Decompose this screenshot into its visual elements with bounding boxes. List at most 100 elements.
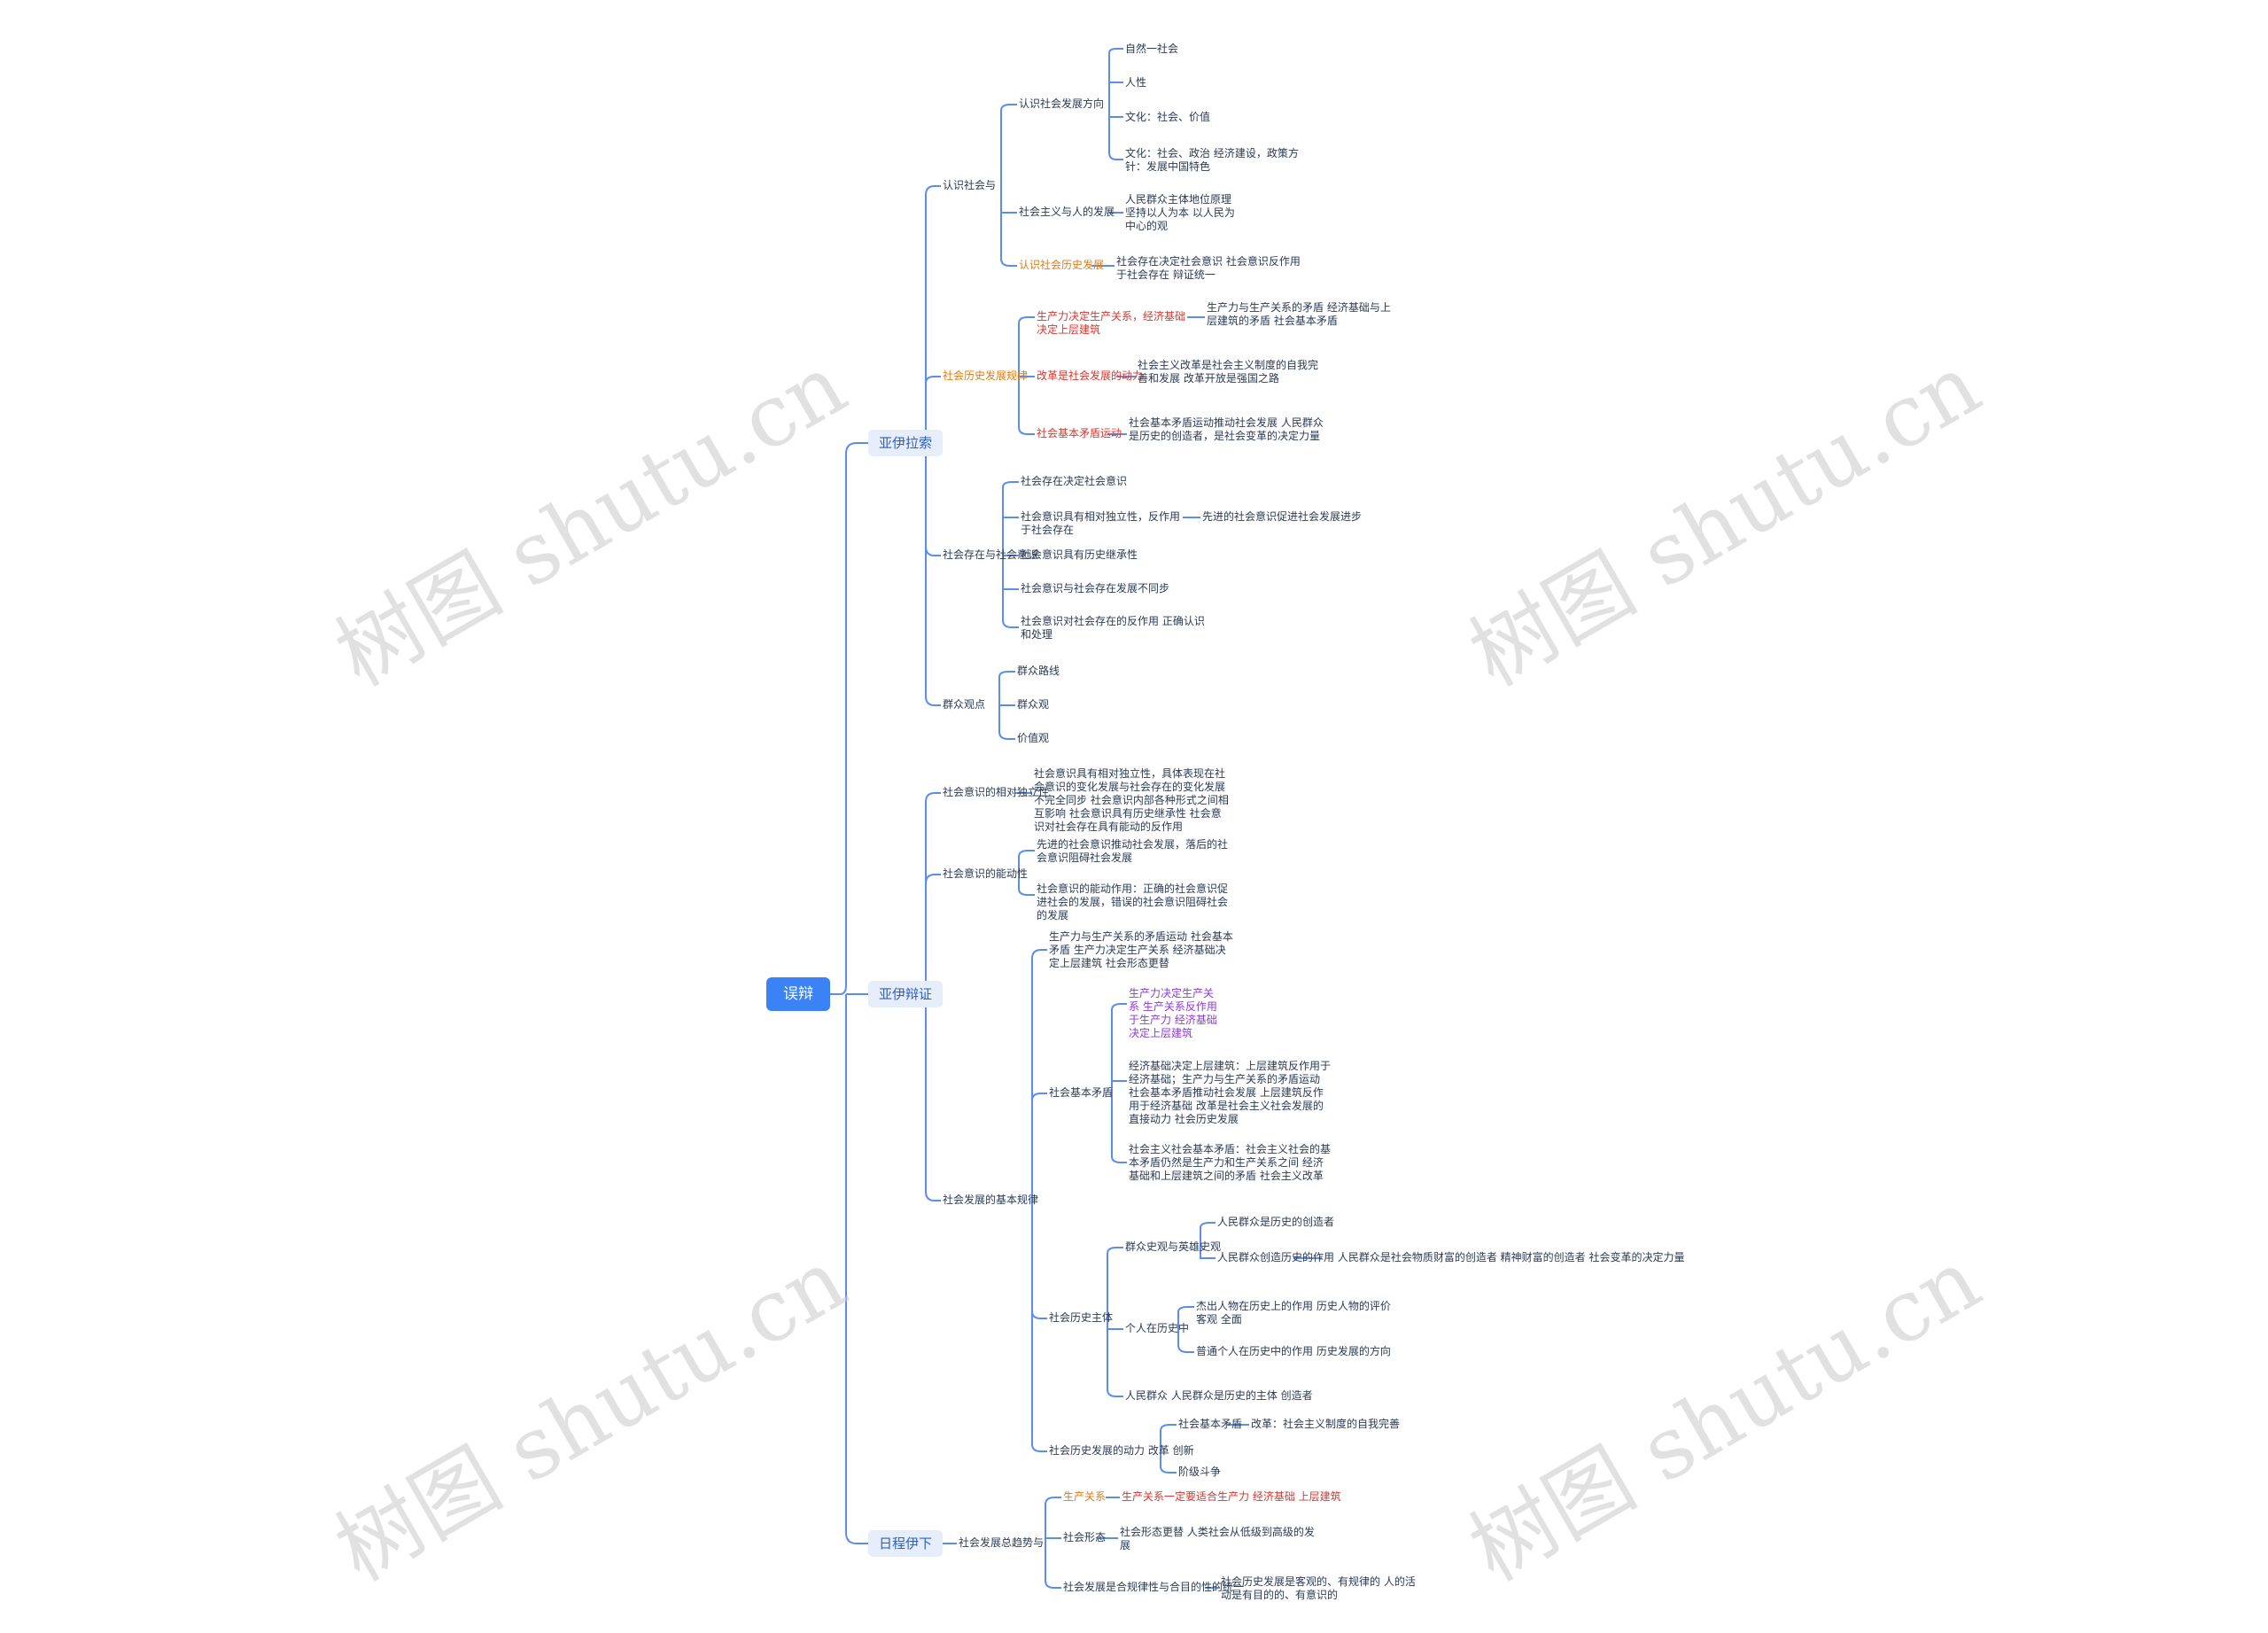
leaf-node[interactable]: 生产力与生产关系的矛盾 经济基础与上层建筑的矛盾 社会基本矛盾 — [1207, 301, 1391, 327]
connector — [925, 994, 941, 1201]
connector — [1031, 1201, 1047, 1319]
connector — [1018, 377, 1035, 435]
topic-node[interactable]: 社会发展的基本规律 — [943, 1194, 1039, 1206]
topic-node[interactable]: 社会历史发展的动力 改革 创新 — [1049, 1444, 1194, 1457]
connector — [1111, 1080, 1127, 1093]
topic-node[interactable]: 社会历史发展规律 — [943, 369, 1029, 382]
connector — [925, 185, 943, 444]
leaf-node[interactable]: 社会基本矛盾 — [1178, 1418, 1243, 1430]
topic-node[interactable]: 社会发展总趋势与 — [959, 1536, 1045, 1549]
topic-node[interactable]: 认识社会历史发展 — [1019, 259, 1105, 271]
connector — [925, 443, 941, 556]
leaf-node[interactable]: 文化：社会、政治 经济建设，政策方针：发展中国特色 — [1125, 147, 1299, 173]
connector — [1177, 1329, 1194, 1353]
topic-node[interactable]: 社会意识对社会存在的反作用 正确认识和处理 — [1021, 615, 1205, 641]
topic-node[interactable]: 社会基本矛盾运动 — [1037, 427, 1122, 439]
connector — [1045, 1537, 1061, 1544]
leaf-node[interactable]: 人民群众是历史的创造者 — [1217, 1216, 1335, 1228]
topic-node[interactable]: 社会意识的相对独立性 — [943, 786, 1050, 798]
topic-node[interactable]: 生产关系 — [1063, 1490, 1107, 1503]
topic-node[interactable]: 群众史观与英雄史观 — [1125, 1240, 1222, 1253]
leaf-node[interactable]: 人性 — [1125, 76, 1147, 89]
connector — [1111, 1093, 1127, 1163]
connector — [1045, 1497, 1061, 1544]
connector — [1000, 186, 1017, 267]
topic-node[interactable]: 生产力与生产关系的矛盾运动 社会基本矛盾 生产力决定生产关系 经济基础决定上层建… — [1049, 930, 1233, 969]
leaf-node[interactable]: 群众路线 — [1017, 665, 1060, 677]
connector — [1045, 1544, 1061, 1589]
leaf-node[interactable]: 群众观 — [1017, 698, 1050, 711]
leaf-node[interactable]: 人民群众创造历史的作用 人民群众是社会物质财富的创造者 精神财富的创造者 社会变… — [1217, 1251, 1685, 1264]
topic-node[interactable]: 社会主义与人的发展 — [1019, 206, 1115, 218]
connector — [1018, 875, 1035, 896]
leaf-node[interactable]: 社会形态更替 人类社会从低级到高级的发展 — [1120, 1526, 1315, 1551]
topic-node[interactable]: 生产力决定生产关系，经济基础决定上层建筑 — [1037, 310, 1186, 336]
branch-node[interactable]: 亚伊辩证 — [868, 981, 943, 1007]
connector — [845, 994, 868, 1544]
connector — [1108, 82, 1123, 105]
topic-node[interactable]: 社会基本矛盾 — [1049, 1086, 1114, 1099]
topic-node[interactable]: 社会意识的能动性 — [943, 867, 1029, 880]
leaf-node[interactable]: 价值观 — [1017, 732, 1050, 744]
connector — [1200, 1222, 1216, 1248]
connector — [925, 376, 941, 443]
topic-node[interactable]: 人民群众 人民群众是历史的主体 创造者 — [1125, 1389, 1313, 1402]
connector — [1177, 1306, 1194, 1329]
connector — [1000, 186, 1017, 214]
leaf-node[interactable]: 阶级斗争 — [1178, 1466, 1222, 1478]
leaf-node[interactable]: 社会存在决定社会意识 社会意识反作用于社会存在 辩证统一 — [1116, 255, 1301, 281]
leaf-node[interactable]: 社会历史发展是客观的、有规律的 人的活动是有目的的、有意识的 — [1221, 1575, 1416, 1601]
branch-node[interactable]: 亚伊拉索 — [868, 430, 943, 456]
leaf-node[interactable]: 自然一社会 — [1125, 43, 1179, 55]
connector — [925, 443, 941, 706]
topic-node[interactable]: 认识社会发展方向 — [1019, 97, 1105, 110]
connector — [1107, 1247, 1123, 1318]
leaf-node[interactable]: 先进的社会意识促进社会发展进步 — [1202, 510, 1363, 523]
leaf-node[interactable]: 普通个人在历史中的作用 历史发展的方向 — [1196, 1345, 1391, 1357]
connector — [1107, 1318, 1123, 1397]
topic-node[interactable]: 社会意识具有相对独立性，反作用于社会存在 — [1021, 510, 1181, 536]
connector — [1031, 1201, 1047, 1452]
topic-node[interactable]: 群众观点 — [943, 698, 986, 711]
topic-node[interactable]: 社会意识具有历史继承性 — [1021, 548, 1138, 561]
connector — [1200, 1248, 1216, 1259]
connector — [1108, 105, 1123, 118]
leaf-node[interactable]: 社会主义改革是社会主义制度的自我完善和发展 改革开放是强国之路 — [1138, 359, 1319, 385]
leaf-node[interactable]: 人民群众主体地位原理 坚持以人为本 以人民为中心的观 — [1125, 193, 1235, 232]
leaf-node[interactable]: 社会主义社会基本矛盾：社会主义社会的基本矛盾仍然是生产力和生产关系之间 经济基础… — [1129, 1143, 1332, 1182]
leaf-node[interactable]: 社会基本矛盾运动推动社会发展 人民群众是历史的创造者，是社会变革的决定力量 — [1129, 416, 1324, 442]
topic-node[interactable]: 个人在历史中 — [1125, 1322, 1190, 1334]
branch-node[interactable]: 日程伊下 — [868, 1530, 943, 1557]
topic-node[interactable]: 认识社会与 — [943, 179, 997, 191]
connector — [1108, 48, 1123, 105]
topic-node[interactable]: 社会存在与社会意识 — [943, 548, 1039, 561]
topic-node[interactable]: 社会意识与社会存在发展不同步 — [1021, 582, 1170, 595]
topic-node[interactable]: 社会发展是合规律性与合目的性的统一 — [1063, 1581, 1245, 1593]
leaf-node[interactable]: 先进的社会意识推动社会发展，落后的社会意识阻碍社会发展 — [1037, 838, 1229, 864]
connector — [1000, 104, 1017, 186]
connector — [830, 442, 868, 995]
connector — [1018, 850, 1035, 875]
leaf-node[interactable]: 改革：社会主义制度的自我完善 — [1251, 1418, 1401, 1430]
topic-node[interactable]: 社会历史主体 — [1049, 1311, 1114, 1324]
connector — [998, 671, 1015, 705]
topic-node[interactable]: 社会存在决定社会意识 — [1021, 475, 1128, 487]
connector — [1160, 1424, 1177, 1451]
leaf-node[interactable]: 生产力决定生产关系 生产关系反作用于生产力 经济基础决定上层建筑 — [1129, 987, 1217, 1039]
connector — [925, 874, 941, 994]
connector — [1031, 1093, 1047, 1201]
leaf-node[interactable]: 生产关系一定要适合生产力 经济基础 上层建筑 — [1122, 1490, 1341, 1503]
leaf-node[interactable]: 杰出人物在历史上的作用 历史人物的评价 客观 全面 — [1196, 1300, 1391, 1326]
leaf-node[interactable]: 经济基础决定上层建筑：上层建筑反作用于经济基础；生产力与生产关系的矛盾运动 社会… — [1129, 1060, 1332, 1125]
root-node[interactable]: 误辩 — [766, 977, 830, 1011]
connector — [1018, 316, 1035, 377]
leaf-node[interactable]: 文化：社会、价值 — [1125, 111, 1211, 123]
connector — [1031, 949, 1047, 1201]
connector — [925, 792, 943, 995]
topic-node[interactable]: 改革是社会发展的动力 — [1037, 369, 1144, 382]
leaf-node[interactable]: 社会意识具有相对独立性，具体表现在社会意识的变化发展与社会存在的变化发展不完全同… — [1034, 767, 1229, 833]
leaf-node[interactable]: 社会意识的能动作用：正确的社会意识促进社会的发展，错误的社会意识阻碍社会的发展 — [1037, 883, 1229, 921]
topic-node[interactable]: 社会形态 — [1063, 1531, 1107, 1544]
